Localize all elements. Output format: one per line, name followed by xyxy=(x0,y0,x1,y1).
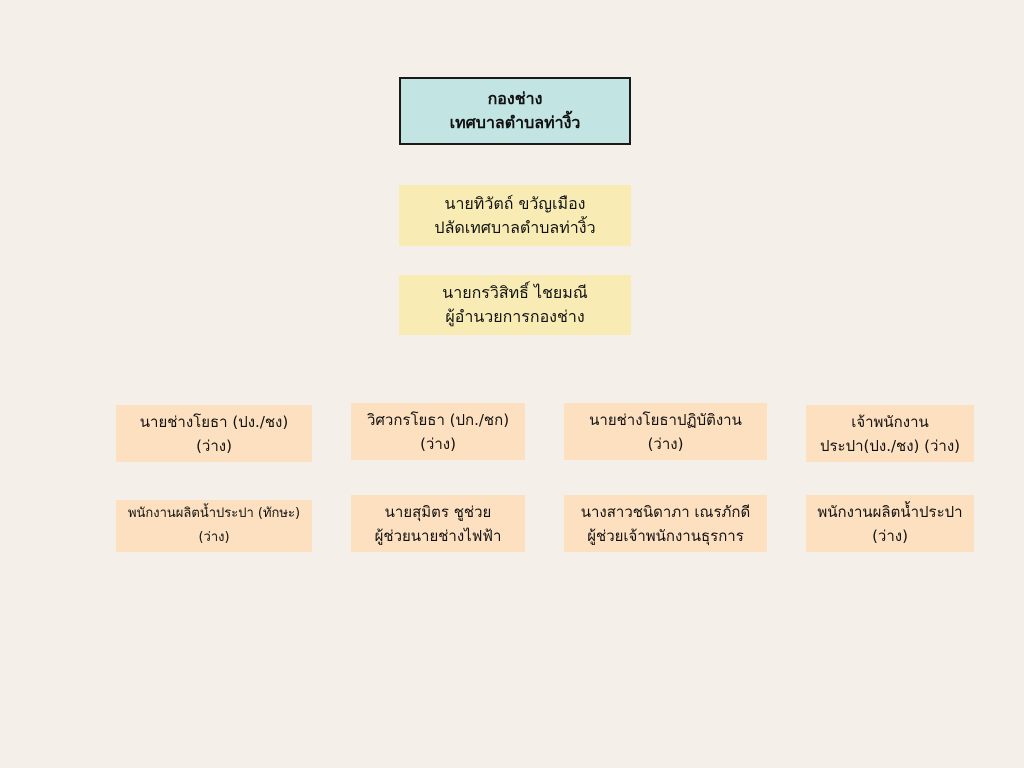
staff-box: นายช่างโยธาปฏิบัติงาน (ว่าง) xyxy=(564,403,767,460)
staff-line1: พนักงานผลิตน้ำประปา xyxy=(817,502,963,521)
person-position: ผู้อำนวยการกองช่าง xyxy=(445,307,585,326)
staff-line1: นายสุมิตร ชูช่วย xyxy=(384,502,492,521)
person-name: นายกรวิสิทธิ์ ไชยมณี xyxy=(442,283,588,302)
staff-line2: (ว่าง) xyxy=(872,526,908,545)
staff-line2: ผู้ช่วยเจ้าพนักงานธุรการ xyxy=(587,526,744,545)
staff-line2: (ว่าง) xyxy=(196,436,232,455)
staff-box: พนักงานผลิตน้ำประปา (ทักษะ) (ว่าง) xyxy=(116,500,312,552)
staff-line2: (ว่าง) xyxy=(420,434,456,453)
staff-line2: (ว่าง) xyxy=(647,434,684,453)
staff-box: นายช่างโยธา (ปง./ชง) (ว่าง) xyxy=(116,405,312,462)
staff-line2: (ว่าง) xyxy=(198,530,230,545)
person-name: นายทิวัตถ์ ขวัญเมือง xyxy=(444,193,586,213)
staff-box: นายสุมิตร ชูช่วย ผู้ช่วยนายช่างไฟฟ้า xyxy=(351,495,525,552)
staff-line1: พนักงานผลิตน้ำประปา (ทักษะ) xyxy=(127,506,301,521)
staff-line1: นายช่างโยธาปฏิบัติงาน xyxy=(589,410,742,429)
staff-line2: ประปา(ปง./ชง) (ว่าง) xyxy=(819,436,961,455)
director-box: นายกรวิสิทธิ์ ไชยมณี ผู้อำนวยการกองช่าง xyxy=(399,275,631,335)
division-header-box: กองช่าง เทศบาลตำบลท่างิ้ว xyxy=(399,77,631,145)
staff-line1: วิศวกรโยธา (ปก./ชก) xyxy=(366,410,510,429)
staff-line1: เจ้าพนักงาน xyxy=(851,412,929,431)
division-title: กองช่าง xyxy=(487,89,543,108)
staff-line1: นางสาวชนิดาภา เณรภักดี xyxy=(580,502,751,521)
person-position: ปลัดเทศบาลตำบลท่างิ้ว xyxy=(434,217,596,237)
staff-box: วิศวกรโยธา (ปก./ชก) (ว่าง) xyxy=(351,403,525,460)
staff-box: นางสาวชนิดาภา เณรภักดี ผู้ช่วยเจ้าพนักงา… xyxy=(564,495,767,552)
staff-line2: ผู้ช่วยนายช่างไฟฟ้า xyxy=(374,526,502,545)
staff-box: เจ้าพนักงาน ประปา(ปง./ชง) (ว่าง) xyxy=(806,405,974,462)
municipality-title: เทศบาลตำบลท่างิ้ว xyxy=(449,113,581,132)
deputy-clerk-box: นายทิวัตถ์ ขวัญเมือง ปลัดเทศบาลตำบลท่างิ… xyxy=(399,185,631,246)
staff-line1: นายช่างโยธา (ปง./ชง) xyxy=(139,412,289,431)
staff-box: พนักงานผลิตน้ำประปา (ว่าง) xyxy=(806,495,974,552)
